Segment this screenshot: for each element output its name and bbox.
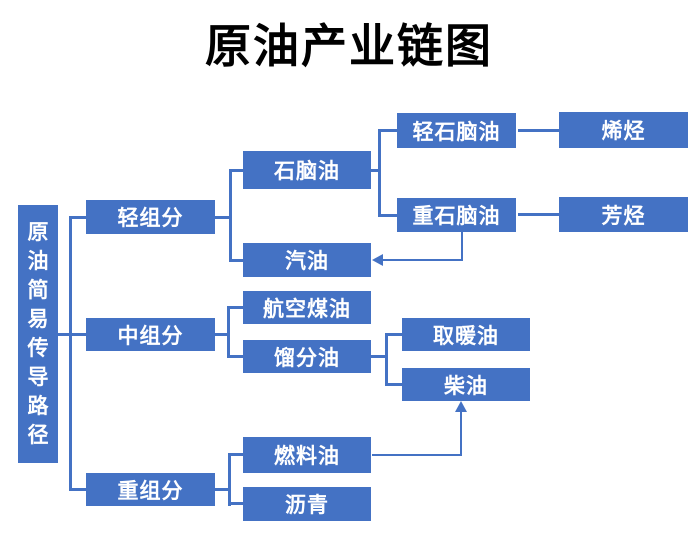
connector-stub-fuel-oil [228,453,243,456]
arrow-fuel-oil-to-diesel-vertical [460,412,462,456]
node-middle-fraction: 中组分 [86,318,215,351]
connector-distillate-bracket-vertical [385,333,388,386]
connector-naphtha-out [371,169,380,172]
connector-light-bracket-vertical [229,169,232,262]
connector-heavy-bracket-vertical [228,453,231,506]
diagram-title: 原油产业链图 [205,20,493,72]
connector-heavy-fraction-out [215,488,229,491]
connector-stub-light-fraction [69,216,86,219]
node-heavy-fraction: 重组分 [86,473,215,506]
node-aromatics: 芳烃 [559,197,688,232]
arrow-heavy-naphtha-to-gasoline-horizontal [383,259,462,261]
node-gasoline: 汽油 [243,243,371,277]
connector-naphtha-bracket-vertical [378,129,381,217]
node-diesel: 柴油 [402,368,530,401]
connector-stub-naphtha [229,169,243,172]
connector-stub-distillate [227,355,243,358]
connector-fractions-bracket-vertical [69,216,72,490]
connector-stub-asphalt [228,502,243,505]
arrow-fuel-oil-to-diesel-horizontal [372,454,462,456]
node-crude-oil-path-label: 原油简易传导路径 [27,221,49,447]
node-distillate: 馏分油 [243,340,371,373]
node-light-fraction: 轻组分 [86,200,215,234]
node-crude-oil-path: 原油简易传导路径 [18,205,58,463]
connector-middle-fraction-out [215,333,228,336]
node-olefins: 烯烃 [559,112,688,148]
connector-heavy-naphtha-to-aromatics [518,213,559,216]
node-fuel-oil: 燃料油 [243,437,371,473]
arrowhead-into-gasoline [372,254,383,266]
connector-stub-diesel [385,383,402,386]
node-jet-kerosene: 航空煤油 [243,291,371,324]
arrowhead-into-diesel [455,401,467,412]
connector-stub-heavy-naphtha [378,214,397,217]
connector-middle-bracket-vertical [227,306,230,358]
connector-stub-gasoline [229,259,243,262]
node-light-naphtha: 轻石脑油 [397,113,516,148]
node-asphalt: 沥青 [243,487,371,521]
arrow-heavy-naphtha-to-gasoline-vertical [461,232,463,261]
connector-stub-jet-kerosene [227,306,243,309]
connector-light-naphtha-to-olefins [518,129,559,132]
node-heating-oil: 取暖油 [402,318,530,351]
connector-light-fraction-out [215,216,231,219]
node-naphtha: 石脑油 [243,151,371,189]
connector-stub-heating-oil [385,333,402,336]
connector-source-to-bracket [58,333,86,336]
connector-stub-heavy-fraction [69,488,86,491]
node-heavy-naphtha: 重石脑油 [397,198,516,232]
connector-stub-light-naphtha [378,129,397,132]
connector-distillate-out [371,355,386,358]
